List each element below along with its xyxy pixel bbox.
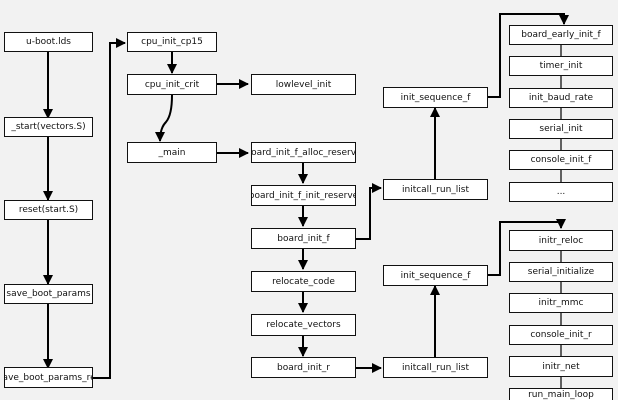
node-u-boot-lds: u-boot.lds: [4, 32, 93, 52]
node-board-init-f: board_init_f: [251, 228, 356, 249]
node-reset-start: reset(start.S): [4, 200, 93, 220]
node-label: console_init_r: [530, 330, 592, 340]
node-label: initr_mmc: [538, 298, 584, 308]
node-start-vectors: _start(vectors.S): [4, 117, 93, 137]
node-label: _main: [158, 147, 186, 158]
node-label: serial_initialize: [527, 267, 595, 277]
node-initr-mmc: initr_mmc: [509, 293, 613, 313]
node-initr-reloc: initr_reloc: [509, 230, 613, 251]
node-label: ...: [556, 187, 566, 197]
node-cpu-init-crit: cpu_init_crit: [127, 74, 217, 95]
node-initcall-run-list-top: initcall_run_list: [383, 179, 488, 200]
node-board-init-f-init-reserve: board_init_f_init_reserve: [251, 185, 356, 206]
node-label: board_init_f_alloc_reserve: [251, 147, 356, 158]
node-init-sequence-f-bottom: init_sequence_f: [383, 265, 488, 286]
node-board-init-f-alloc-reserve: board_init_f_alloc_reserve: [251, 142, 356, 163]
arrow-ret-to-cpu-init-cp15: [93, 38, 126, 379]
node-label: save_boot_params_ret: [5, 372, 92, 383]
node-board-early-init-f: board_early_init_f: [509, 25, 613, 45]
node-run-main-loop: run_main_loop: [509, 388, 613, 400]
node-label: initr_net: [542, 361, 580, 372]
node-save-boot-params: save_boot_params: [4, 284, 93, 304]
node-init-baud-rate: init_baud_rate: [509, 88, 613, 108]
node-label: cpu_init_crit: [144, 79, 200, 90]
node-label: console_init_f: [530, 155, 592, 165]
node-relocate-code: relocate_code: [251, 271, 356, 292]
node-lowlevel-init: lowlevel_init: [251, 74, 356, 95]
arrow-crit-to-main: [155, 94, 173, 142]
node-label: board_early_init_f: [521, 30, 601, 40]
node-label: timer_init: [539, 61, 583, 71]
node-save-boot-params-ret: save_boot_params_ret: [4, 367, 93, 388]
node-timer-init: timer_init: [509, 56, 613, 76]
node-ellipsis: ...: [509, 182, 613, 202]
node-console-init-f: console_init_f: [509, 150, 613, 170]
node-label: cpu_init_cp15: [141, 37, 203, 47]
node-initr-net: initr_net: [509, 356, 613, 377]
node-label: board_init_f: [277, 233, 330, 244]
node-serial-init: serial_init: [509, 119, 613, 139]
node-serial-initialize: serial_initialize: [509, 262, 613, 282]
node-label: run_main_loop: [528, 390, 594, 400]
node-init-sequence-f-top: init_sequence_f: [383, 87, 488, 108]
node-label: lowlevel_init: [275, 79, 332, 90]
node-label: _start(vectors.S): [11, 122, 86, 132]
arrow-init-sequence-top-to-board-early: [488, 13, 569, 98]
node-label: initcall_run_list: [401, 184, 470, 195]
node-label: init_sequence_f: [400, 270, 471, 281]
node-label: save_boot_params: [6, 289, 91, 299]
node-label: init_sequence_f: [400, 92, 471, 103]
arrow-init-sequence-bottom-to-initr-reloc: [488, 219, 566, 276]
node-label: initcall_run_list: [401, 362, 470, 373]
node-label: board_init_f_init_reserve: [251, 190, 356, 201]
node-cpu-init-cp15: cpu_init_cp15: [127, 32, 217, 52]
node-label: reset(start.S): [18, 205, 79, 215]
node-relocate-vectors: relocate_vectors: [251, 314, 356, 336]
node-board-init-r: board_init_r: [251, 357, 356, 378]
node-console-init-r: console_init_r: [509, 325, 613, 345]
node-label: init_baud_rate: [528, 93, 594, 103]
node-label: relocate_code: [272, 276, 335, 287]
node-label: relocate_vectors: [266, 320, 341, 330]
node-initcall-run-list-bottom: initcall_run_list: [383, 357, 488, 378]
node-label: u-boot.lds: [26, 37, 71, 47]
node-main: _main: [127, 142, 217, 163]
arrow-board-init-f-to-initcall-top: [356, 183, 382, 240]
node-label: board_init_r: [277, 362, 330, 373]
node-label: initr_reloc: [538, 235, 584, 246]
node-label: serial_init: [539, 124, 583, 134]
